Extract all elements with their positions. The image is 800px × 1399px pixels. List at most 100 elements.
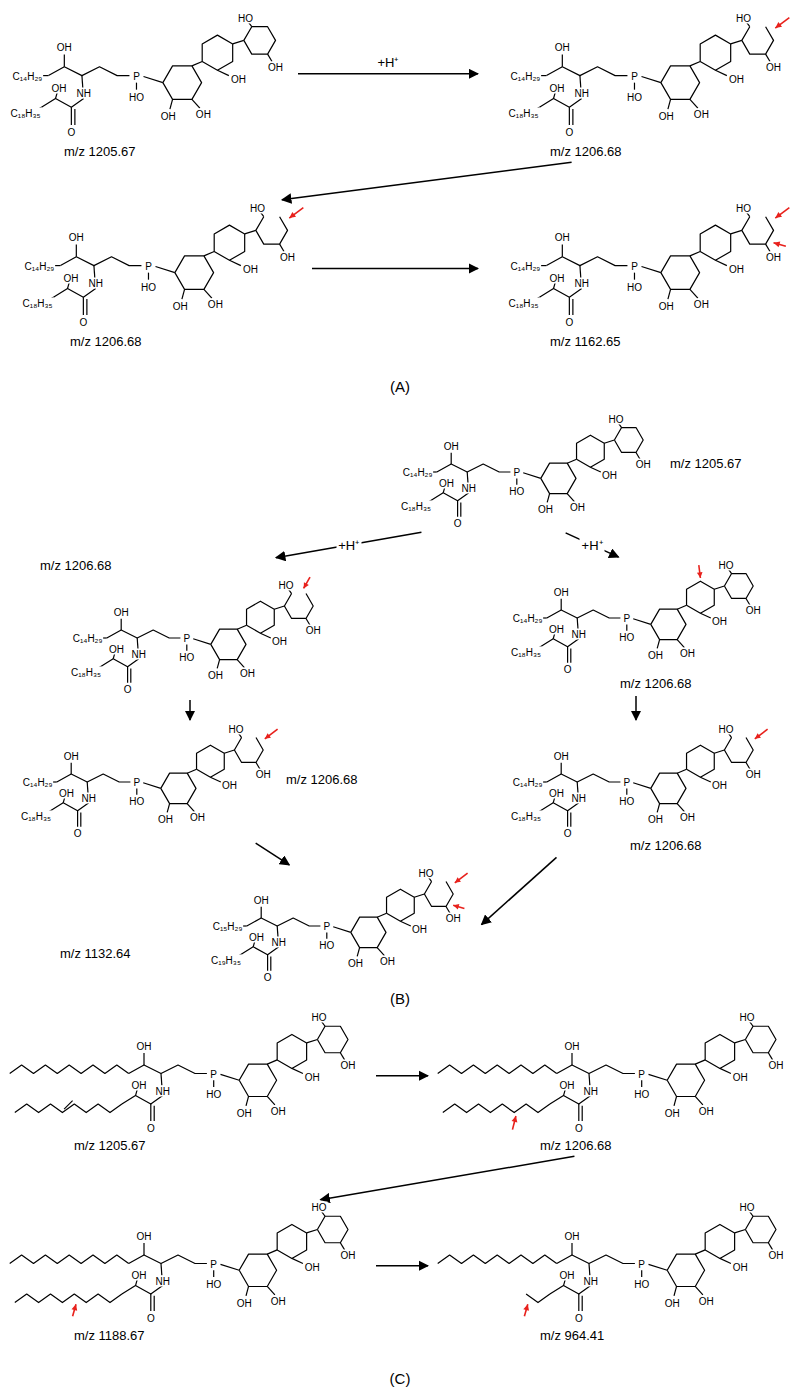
bond-line — [687, 581, 715, 613]
mass-label: m/z 1205.67 — [670, 456, 742, 471]
reaction-arrow — [298, 73, 478, 75]
bond-line — [122, 1286, 163, 1295]
atom-label: HO — [311, 1012, 328, 1023]
atom-label: OH — [558, 1080, 575, 1091]
bond-line — [186, 644, 187, 650]
atom-label: O — [574, 1312, 584, 1323]
atom-label: OH — [279, 251, 296, 262]
atom-label: C₁₄H₂₉ — [22, 777, 54, 788]
bond-line — [129, 1065, 207, 1074]
bond-line — [590, 467, 600, 472]
atom-label: P — [132, 70, 141, 81]
atom-label: C₁₄H₂₉ — [512, 613, 544, 624]
atom-label: HO — [735, 202, 752, 213]
red-arrow — [304, 577, 310, 588]
bond-line — [745, 1216, 776, 1242]
atom-label: O — [146, 1122, 156, 1133]
bond-line — [567, 459, 576, 463]
bond-line — [10, 1065, 129, 1074]
bond-line — [333, 927, 351, 933]
atom-label: C₁₄H₂₉ — [509, 260, 541, 271]
bond-line — [437, 464, 511, 472]
atom-label: C₁₄H₂₉ — [11, 70, 43, 81]
bond-line — [170, 99, 173, 109]
bond-line — [307, 1230, 318, 1233]
bond-line — [60, 257, 141, 266]
bond-line — [224, 750, 234, 753]
bond-line — [567, 494, 574, 502]
bond-line — [160, 1264, 162, 1276]
atom-label: C₁₄H₂₉ — [23, 260, 55, 271]
atom-label: HO — [618, 632, 635, 643]
bond-line — [705, 1034, 734, 1068]
bond-line — [626, 788, 627, 794]
bond-line — [326, 932, 327, 938]
bond-line — [715, 70, 726, 75]
bond-line — [81, 76, 83, 88]
atom-label: HO — [626, 91, 643, 102]
bond-line — [547, 494, 549, 503]
bond-line — [154, 1106, 155, 1121]
bond-line — [202, 35, 232, 70]
atom-label: HO — [140, 281, 157, 292]
atom-label: OH — [195, 109, 212, 120]
atom-label: OH — [411, 924, 428, 935]
atom-label: OH — [248, 932, 265, 943]
atom-label: OH — [172, 301, 189, 312]
bond-line — [244, 27, 276, 54]
atom-label: HO — [128, 796, 145, 807]
bond-line — [129, 1255, 207, 1264]
bond-line — [192, 62, 202, 66]
atom-label: C₁₈H₃₅ — [10, 107, 42, 118]
atom-label: HO — [205, 1278, 222, 1289]
bond-line — [642, 76, 661, 82]
bond-line — [642, 266, 661, 272]
atom-label: P — [322, 921, 331, 932]
mass-label: m/z 1206.68 — [540, 1138, 612, 1153]
bond-line — [193, 639, 211, 645]
bond-line — [651, 609, 686, 639]
bond-line — [317, 1216, 348, 1242]
atom-label: OH — [207, 669, 224, 680]
atom-label: P — [144, 260, 153, 271]
atom-label: NH — [573, 278, 589, 289]
bond-line — [714, 586, 724, 589]
atom-label: OH — [236, 1107, 253, 1118]
mass-label: m/z 1206.68 — [630, 838, 702, 853]
bond-line — [547, 610, 621, 618]
bond-line — [634, 83, 635, 90]
bond-line — [540, 803, 578, 811]
bond-line — [745, 1026, 776, 1052]
bond-line — [213, 1270, 214, 1277]
mass-label: m/z 1206.68 — [70, 334, 142, 349]
atom-label: OH — [270, 1105, 287, 1116]
molecule-structure: m/z 964.41OHNHOOHPHOOHOHOHOHHO — [430, 1200, 796, 1346]
atom-label: P — [630, 260, 639, 271]
bond-line — [570, 648, 571, 662]
molecule-structure: m/z 1205.67OHNHOOHPHOOHOHOHOHHO — [4, 1010, 374, 1156]
atom-label: OH — [728, 264, 745, 275]
atom-label: OH — [189, 812, 206, 823]
atom-label: OH — [136, 1231, 153, 1242]
bond-line — [211, 629, 246, 659]
atom-label: P — [637, 1068, 646, 1079]
atom-label: OH — [347, 957, 364, 968]
red-arrow — [697, 565, 703, 578]
bond-line — [550, 1286, 591, 1295]
bond-line — [438, 1065, 557, 1074]
atom-label: OH — [438, 478, 455, 489]
atom-label: OH — [136, 1041, 153, 1052]
molecule-structure: m/z 1206.68C₁₄H₂₉OHNHOOHC₁₈H₃₅PHOOHOHOHO… — [10, 200, 310, 352]
bond-line — [547, 774, 621, 782]
bond-line — [541, 463, 576, 493]
atom-label: P — [132, 777, 141, 788]
bond-line — [277, 1034, 306, 1068]
atom-label: OH — [130, 1080, 147, 1091]
bond-line — [546, 67, 627, 76]
red-arrow — [512, 1116, 518, 1130]
atom-label: C₁₈H₃₅ — [22, 297, 54, 308]
bond-line — [100, 659, 138, 667]
bond-line — [582, 1106, 583, 1121]
mass-label: m/z 1162.65 — [550, 334, 621, 349]
red-arrow — [453, 904, 464, 909]
